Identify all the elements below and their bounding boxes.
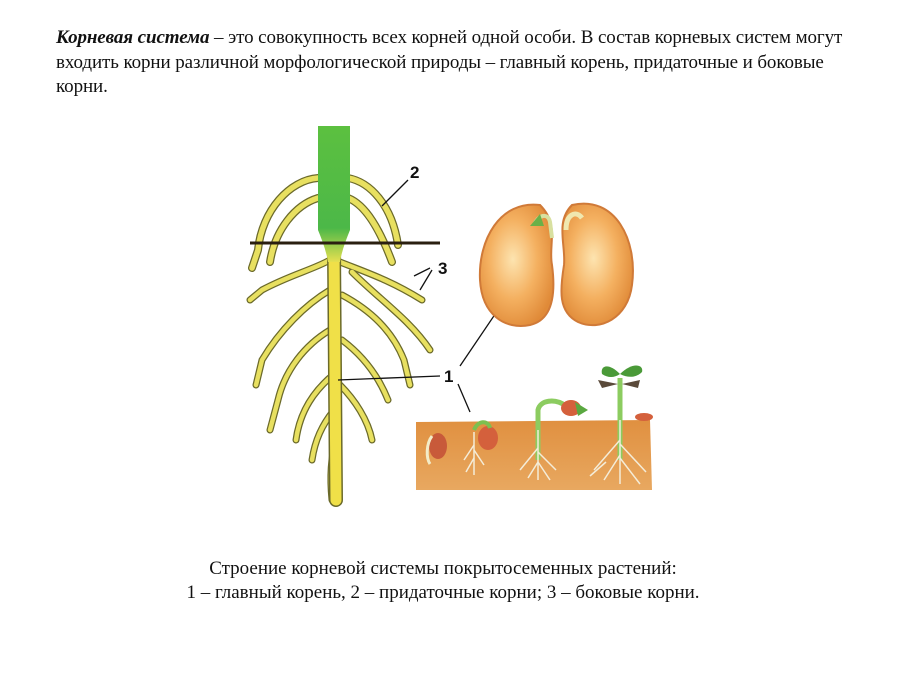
label-2: 2 — [410, 163, 419, 182]
bean-seed — [478, 202, 634, 327]
definition-term: Корневая система — [56, 27, 210, 48]
green-stem — [318, 126, 350, 262]
root-diagram: 2 3 1 — [246, 126, 549, 507]
label-1: 1 — [444, 367, 453, 386]
germination-sequence — [416, 365, 653, 490]
figure-caption-title: Строение корневой системы покрытосеменны… — [209, 558, 677, 579]
lateral-roots — [246, 243, 434, 507]
adventitious-roots — [248, 174, 402, 272]
label-3: 3 — [438, 259, 447, 278]
figure-caption-legend: 1 – главный корень, 2 – придаточные корн… — [186, 582, 700, 603]
intro-paragraph: Корневая система – это совокупность всех… — [56, 26, 856, 100]
definition-text: – это совокупность всех корней одной осо… — [56, 27, 843, 97]
